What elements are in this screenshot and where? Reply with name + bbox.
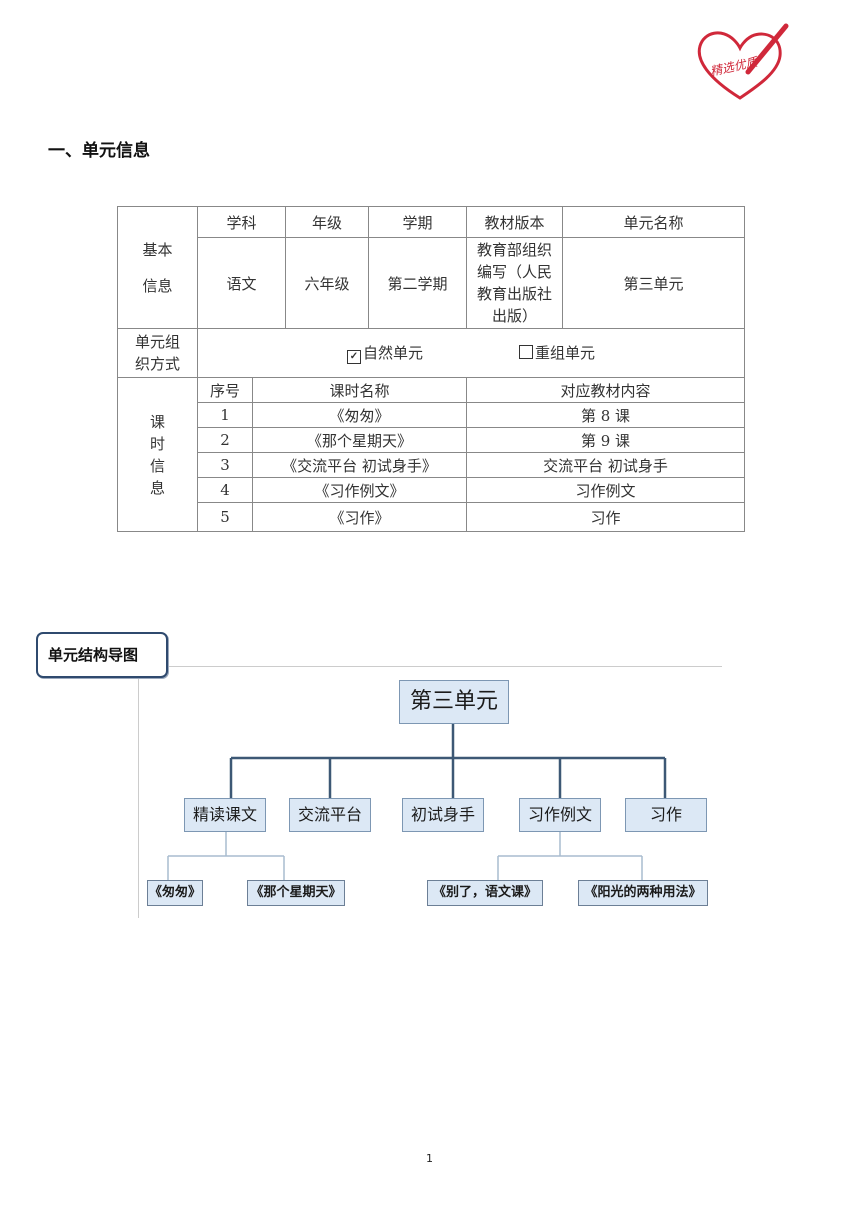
root-node: 第三单元 [399, 680, 509, 724]
lesson-name: 《习作》 [251, 502, 468, 532]
checked-box-icon: ✓ [346, 350, 361, 364]
unit-info-table: 基本 信息 学科 年级 学期 教材版本 单元名称 语文 六年级 第二学期 教育部… [117, 206, 746, 532]
basic-info-label: 基本 信息 [117, 206, 198, 329]
node-writing-example: 习作例文 [519, 798, 601, 832]
value-grade: 六年级 [285, 237, 370, 329]
structure-top-rule [166, 666, 722, 667]
node-first-try: 初试身手 [402, 798, 484, 832]
node-two-uses-sunshine: 《阳光的两种用法》 [578, 880, 708, 906]
value-term: 第二学期 [368, 237, 468, 329]
lesson-content: 习作 [466, 502, 746, 532]
table-row: 3 《交流平台 初试身手》 交流平台 初试身手 [118, 452, 746, 478]
header-subject: 学科 [196, 206, 287, 238]
logo-heart-pen-icon: 精选优质 [697, 23, 789, 100]
node-that-sunday: 《那个星期天》 [247, 880, 345, 906]
header-edition: 教材版本 [466, 206, 564, 238]
node-writing: 习作 [625, 798, 707, 832]
node-intensive-reading: 精读课文 [184, 798, 266, 832]
org-label: 单元组织方式 [117, 328, 198, 378]
node-exchange-platform: 交流平台 [289, 798, 371, 832]
table-row: 2 《那个星期天》 第 9 课 [118, 427, 746, 453]
lesson-name: 《交流平台 初试身手》 [251, 452, 468, 478]
node-congcong: 《匆匆》 [147, 880, 203, 906]
table-row: 1 《匆匆》 第 8 课 [118, 402, 746, 428]
section-title: 一、单元信息 [48, 141, 150, 161]
value-unit-name: 第三单元 [562, 237, 746, 329]
header-term: 学期 [368, 206, 468, 238]
table-row: 5 《习作》 习作 [118, 502, 746, 532]
lesson-content: 第 9 课 [466, 427, 746, 453]
page-number: 1 [426, 1152, 433, 1165]
lesson-content: 习作例文 [466, 477, 746, 503]
lesson-name: 《那个星期天》 [251, 427, 468, 453]
lesson-name: 《匆匆》 [251, 402, 468, 428]
empty-box-icon [519, 345, 533, 359]
structure-badge: 单元结构导图 [36, 632, 168, 678]
org-regroup-option[interactable]: 重组单元 [519, 342, 595, 364]
lesson-no: 1 [197, 402, 253, 428]
org-natural-option[interactable]: ✓自然单元 [346, 342, 423, 364]
lesson-content: 第 8 课 [466, 402, 746, 428]
lesson-content: 交流平台 初试身手 [466, 452, 746, 478]
lesson-header-name: 课时名称 [251, 377, 468, 403]
structure-left-rule [138, 676, 139, 918]
value-subject: 语文 [196, 237, 287, 329]
lesson-header-content: 对应教材内容 [466, 377, 746, 403]
header-grade: 年级 [285, 206, 370, 238]
value-edition: 教育部组织编写（人民教育出版社出版） [466, 237, 564, 329]
lesson-no: 5 [197, 502, 253, 532]
node-farewell-chinese: 《别了，语文课》 [427, 880, 543, 906]
org-options: ✓自然单元 重组单元 [196, 328, 746, 378]
lesson-no: 2 [197, 427, 253, 453]
